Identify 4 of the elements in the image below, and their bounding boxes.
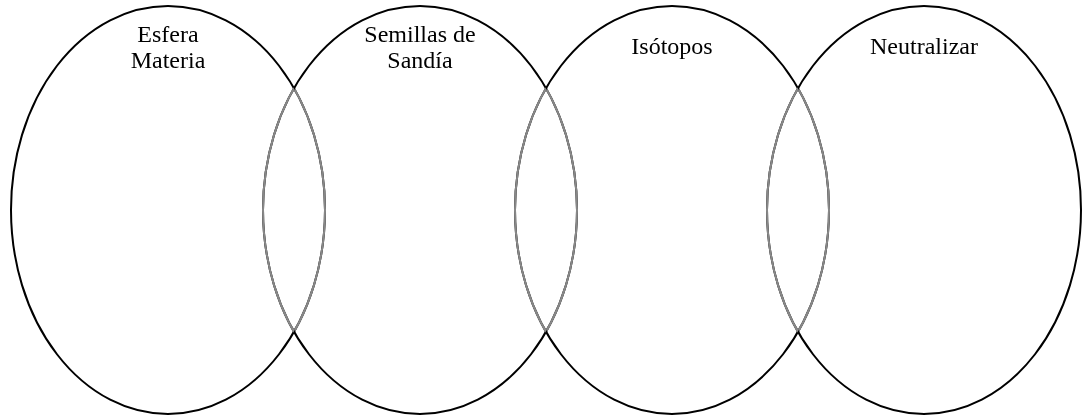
ellipse-label: Neutralizar xyxy=(869,33,979,59)
ellipse-label: Semillas de Sandía xyxy=(363,21,477,73)
ellipse-label: Esfera Materia xyxy=(129,21,207,73)
ellipse-label: Isótopos xyxy=(630,33,714,59)
